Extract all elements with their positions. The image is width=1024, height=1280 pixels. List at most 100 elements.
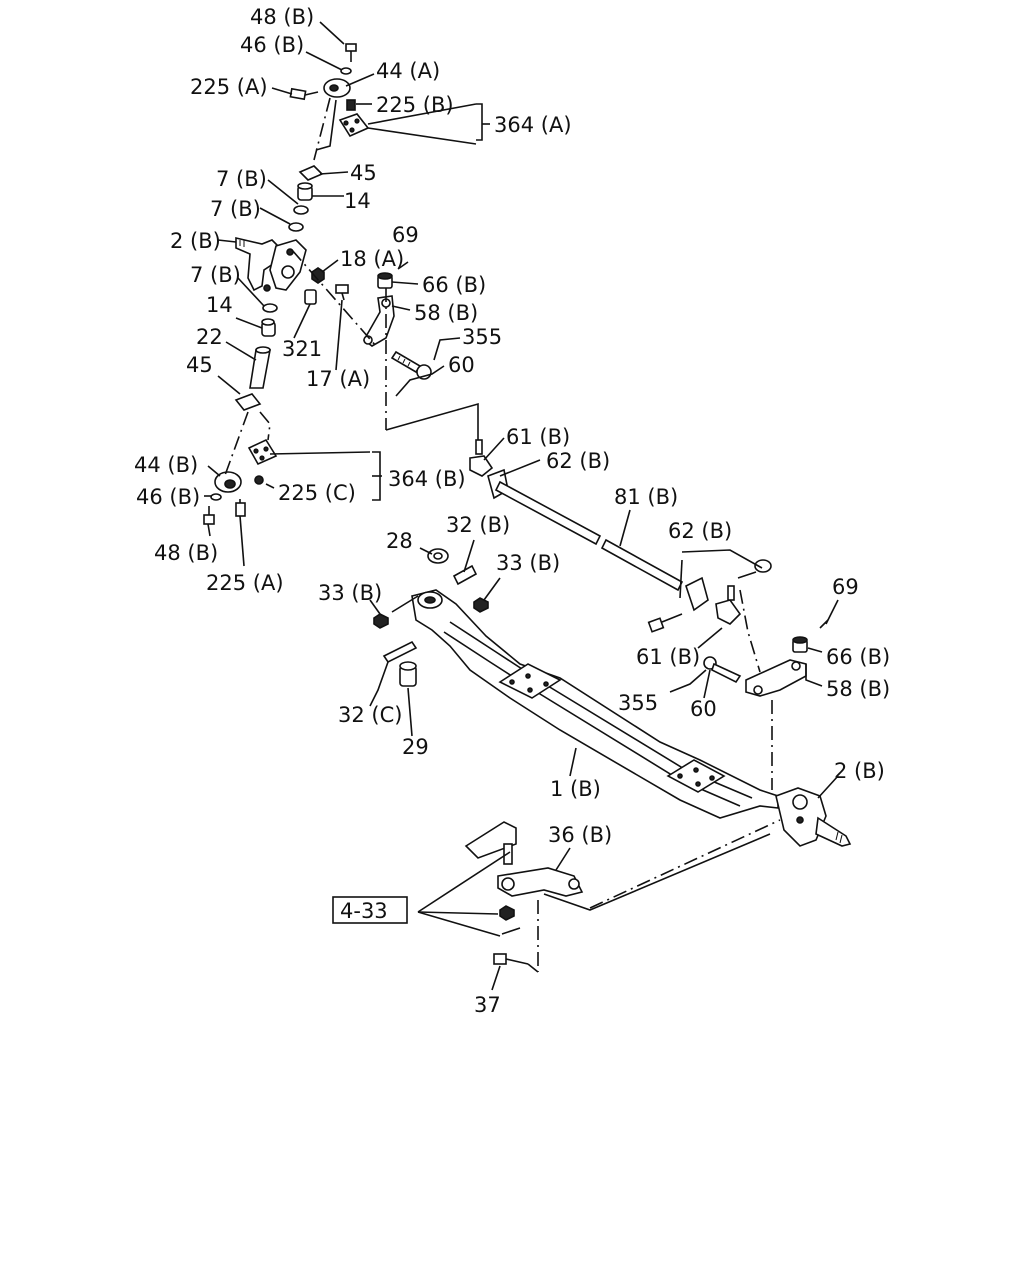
centre-lines-top xyxy=(223,97,387,479)
callout-4-33: 4-33 xyxy=(340,899,388,923)
callout-14-top: 14 xyxy=(344,189,371,213)
callout-58b-right: 58 (B) xyxy=(826,677,890,701)
nipple-225a-top xyxy=(289,87,319,101)
bolt-37 xyxy=(493,953,529,965)
callout-2b-right: 2 (B) xyxy=(834,759,885,783)
knuckle-2b-right xyxy=(775,787,852,847)
callout-45-lower: 45 xyxy=(186,353,213,377)
nipple-225c xyxy=(254,475,264,485)
rod-81b xyxy=(494,480,684,592)
leader-lines xyxy=(204,21,839,991)
callout-321: 321 xyxy=(282,337,322,361)
callout-7b-c: 7 (B) xyxy=(190,263,241,287)
pin-32b xyxy=(452,564,478,586)
callout-225b: 225 (B) xyxy=(376,93,454,117)
gasket-45-lower xyxy=(234,393,262,411)
callout-225a-lower: 225 (A) xyxy=(206,571,284,595)
callout-44b: 44 (B) xyxy=(134,453,198,477)
bolt-17a xyxy=(335,284,349,301)
pin-321 xyxy=(304,289,317,305)
callout-1b: 1 (B) xyxy=(550,777,601,801)
axle-beam-1b xyxy=(411,589,779,819)
callout-81b: 81 (B) xyxy=(614,485,678,509)
nut-33b-right xyxy=(473,597,489,613)
tie-rod-assembly xyxy=(469,439,772,633)
callout-17a: 17 (A) xyxy=(306,367,370,391)
nut-lower xyxy=(499,905,515,921)
bushing-29 xyxy=(399,661,417,687)
callout-60-top: 60 xyxy=(448,353,475,377)
nipple-225a-lower xyxy=(235,499,246,517)
axle-left-parts xyxy=(373,548,489,687)
callout-225a-top: 225 (A) xyxy=(190,75,268,99)
callout-46b-top: 46 (B) xyxy=(240,33,304,57)
seal-7b-2 xyxy=(288,222,304,232)
callout-48b-top: 48 (B) xyxy=(250,5,314,29)
cover-plate-364a xyxy=(338,113,370,138)
callout-36b: 36 (B) xyxy=(548,823,612,847)
ball-joint-61b-left xyxy=(469,439,494,477)
bolt-48b-lower xyxy=(203,506,215,525)
arm-36b xyxy=(497,867,584,897)
right-arm-assembly xyxy=(703,619,829,790)
callout-355-top: 355 xyxy=(462,325,502,349)
callout-7b-b: 7 (B) xyxy=(210,197,261,221)
callout-7b-a: 7 (B) xyxy=(216,167,267,191)
callout-37: 37 xyxy=(474,993,501,1017)
callout-62b-top: 62 (B) xyxy=(546,449,610,473)
clamp-62b-right xyxy=(685,559,772,612)
bolt-355-top xyxy=(390,350,422,374)
cotter-69-top xyxy=(397,261,409,270)
callout-61b-right: 61 (B) xyxy=(636,645,700,669)
arm-58b-right xyxy=(745,659,807,697)
ball-joint-61b-right xyxy=(715,585,742,625)
bolt-48b xyxy=(345,43,357,62)
callout-355-right: 355 xyxy=(618,691,658,715)
bolt-355-right xyxy=(703,656,742,684)
callout-66b-right: 66 (B) xyxy=(826,645,890,669)
callout-48b-lower: 48 (B) xyxy=(154,541,218,565)
seal-7b-1 xyxy=(293,205,309,215)
callout-32b: 32 (B) xyxy=(446,513,510,537)
cap-44a xyxy=(323,78,351,98)
callout-61b-top: 61 (B) xyxy=(506,425,570,449)
callout-29: 29 xyxy=(402,735,429,759)
nut-18a xyxy=(311,267,325,284)
nut-33b-left xyxy=(373,613,389,629)
gasket-45-top xyxy=(298,165,324,181)
callout-60-right: 60 xyxy=(690,697,717,721)
centre-lines-tierod xyxy=(385,402,761,673)
pin-32c xyxy=(382,640,418,664)
callout-66b-top: 66 (B) xyxy=(422,273,486,297)
callout-28: 28 xyxy=(386,529,413,553)
ball-joint-lower xyxy=(464,821,517,865)
clamp-bolt xyxy=(647,613,683,633)
cotter-lower xyxy=(501,927,521,935)
spring-pad-right xyxy=(666,759,726,793)
king-pin-22 xyxy=(249,346,271,389)
knuckle-2b-left xyxy=(235,236,307,292)
callout-58b-top: 58 (B) xyxy=(414,301,478,325)
seal-7b-3 xyxy=(262,303,278,313)
callout-45-top: 45 xyxy=(350,161,377,185)
callout-18a: 18 (A) xyxy=(340,247,404,271)
callout-364b: 364 (B) xyxy=(388,467,466,491)
callout-14-lower: 14 xyxy=(206,293,233,317)
callout-33b-left: 33 (B) xyxy=(318,581,382,605)
callout-69-top: 69 xyxy=(392,223,419,247)
callout-364a: 364 (A) xyxy=(494,113,572,137)
lower-steering-parts xyxy=(464,819,781,973)
callout-69-right: 69 xyxy=(832,575,859,599)
callout-32c: 32 (C) xyxy=(338,703,402,727)
callout-labels: 48 (B) 46 (B) 44 (A) 225 (A) 225 (B) 364… xyxy=(134,5,890,1017)
nipple-225b xyxy=(346,99,356,111)
callout-225c: 225 (C) xyxy=(278,481,356,505)
bushing-14-lower xyxy=(261,318,276,337)
callout-62b-right: 62 (B) xyxy=(668,519,732,543)
castle-nut-66b-right xyxy=(792,636,808,653)
top-knuckle-assembly xyxy=(203,43,432,525)
castle-nut-66b-top xyxy=(377,272,393,289)
callout-44a: 44 (A) xyxy=(376,59,440,83)
washer-46b-lower xyxy=(210,493,222,501)
